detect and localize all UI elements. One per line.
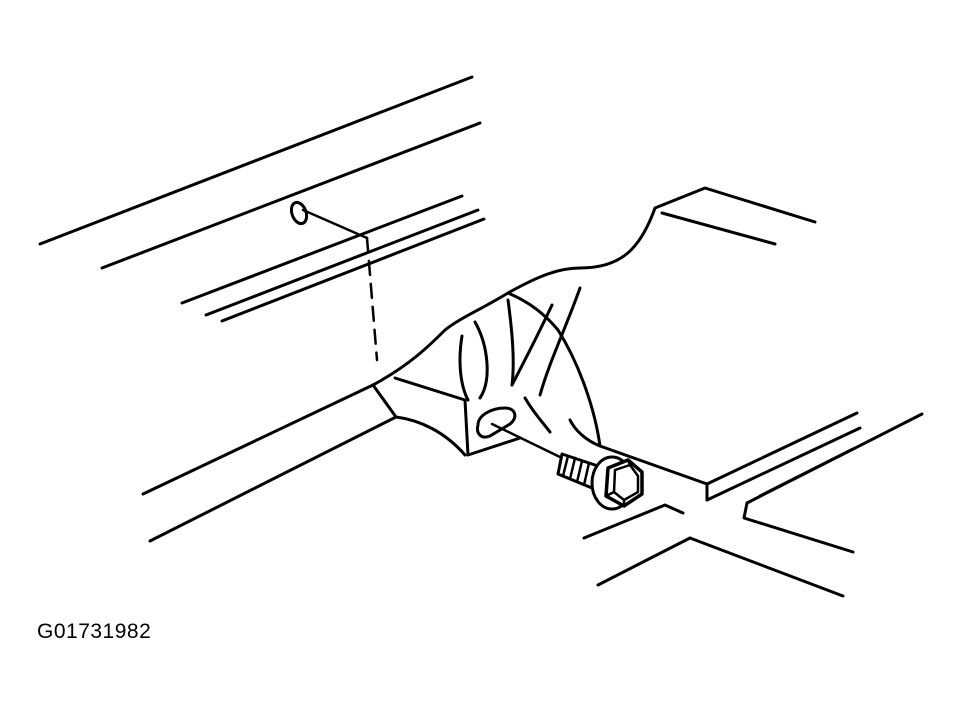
upper-rail-flange-1 bbox=[180, 194, 464, 305]
bracket-rib-1 bbox=[510, 303, 554, 387]
bolt-thread-4 bbox=[582, 461, 591, 487]
bracket bbox=[371, 286, 602, 457]
bolt-thread-3 bbox=[575, 459, 584, 484]
bracket-body bbox=[371, 291, 602, 448]
bolt-hex-edge-1 bbox=[626, 458, 632, 467]
flange-bolt bbox=[556, 452, 644, 511]
plate-bottom-edge bbox=[705, 426, 862, 502]
plate-outline-back bbox=[506, 186, 817, 295]
lower-frame-rails bbox=[582, 412, 924, 598]
bracket-rib-4 bbox=[568, 418, 602, 448]
frame-rail-right-2 bbox=[742, 501, 855, 554]
bracket-inner-curve-3 bbox=[506, 298, 515, 387]
upper-rail-top-edge bbox=[38, 75, 474, 246]
leader-segment-diagonal bbox=[301, 208, 369, 240]
upper-rail-flange-2 bbox=[204, 208, 480, 317]
bolt-thread-1 bbox=[561, 454, 570, 478]
bolt-thread-2 bbox=[568, 456, 577, 481]
frame-rail-right-4 bbox=[758, 447, 855, 498]
lower-cross-member bbox=[141, 383, 398, 543]
bracket-rib-3 bbox=[523, 396, 552, 434]
leader-segment-vertical bbox=[365, 236, 379, 362]
frame-rail-right-3 bbox=[688, 536, 845, 598]
alignment-leader bbox=[301, 208, 379, 362]
bolt-hex-edge-3 bbox=[604, 490, 616, 498]
upper-rail bbox=[38, 75, 486, 323]
cross-member-lower-edge bbox=[148, 415, 398, 543]
upper-rail-flange-3 bbox=[220, 217, 486, 323]
cross-member-upper-edge bbox=[141, 383, 375, 496]
frame-rail-left-2 bbox=[596, 536, 692, 587]
bracket-slot bbox=[476, 406, 517, 439]
mounting-plate bbox=[506, 186, 862, 502]
figure-id-label: G01731982 bbox=[37, 620, 152, 643]
bracket-inner-curve-2 bbox=[473, 320, 489, 400]
bracket-slot-face bbox=[393, 376, 522, 457]
upper-rail-lower-edge bbox=[100, 121, 482, 270]
frame-rail-left-1 bbox=[582, 503, 685, 540]
bracket-lower-front bbox=[371, 383, 398, 419]
bracket-rib-2 bbox=[538, 286, 582, 397]
rail-mounting-hole bbox=[289, 200, 309, 226]
plate-top-edge bbox=[660, 211, 777, 246]
bracket-base-left bbox=[394, 415, 467, 457]
bolt-leader-line bbox=[490, 422, 564, 460]
bracket-inner-curve-1 bbox=[458, 334, 470, 402]
